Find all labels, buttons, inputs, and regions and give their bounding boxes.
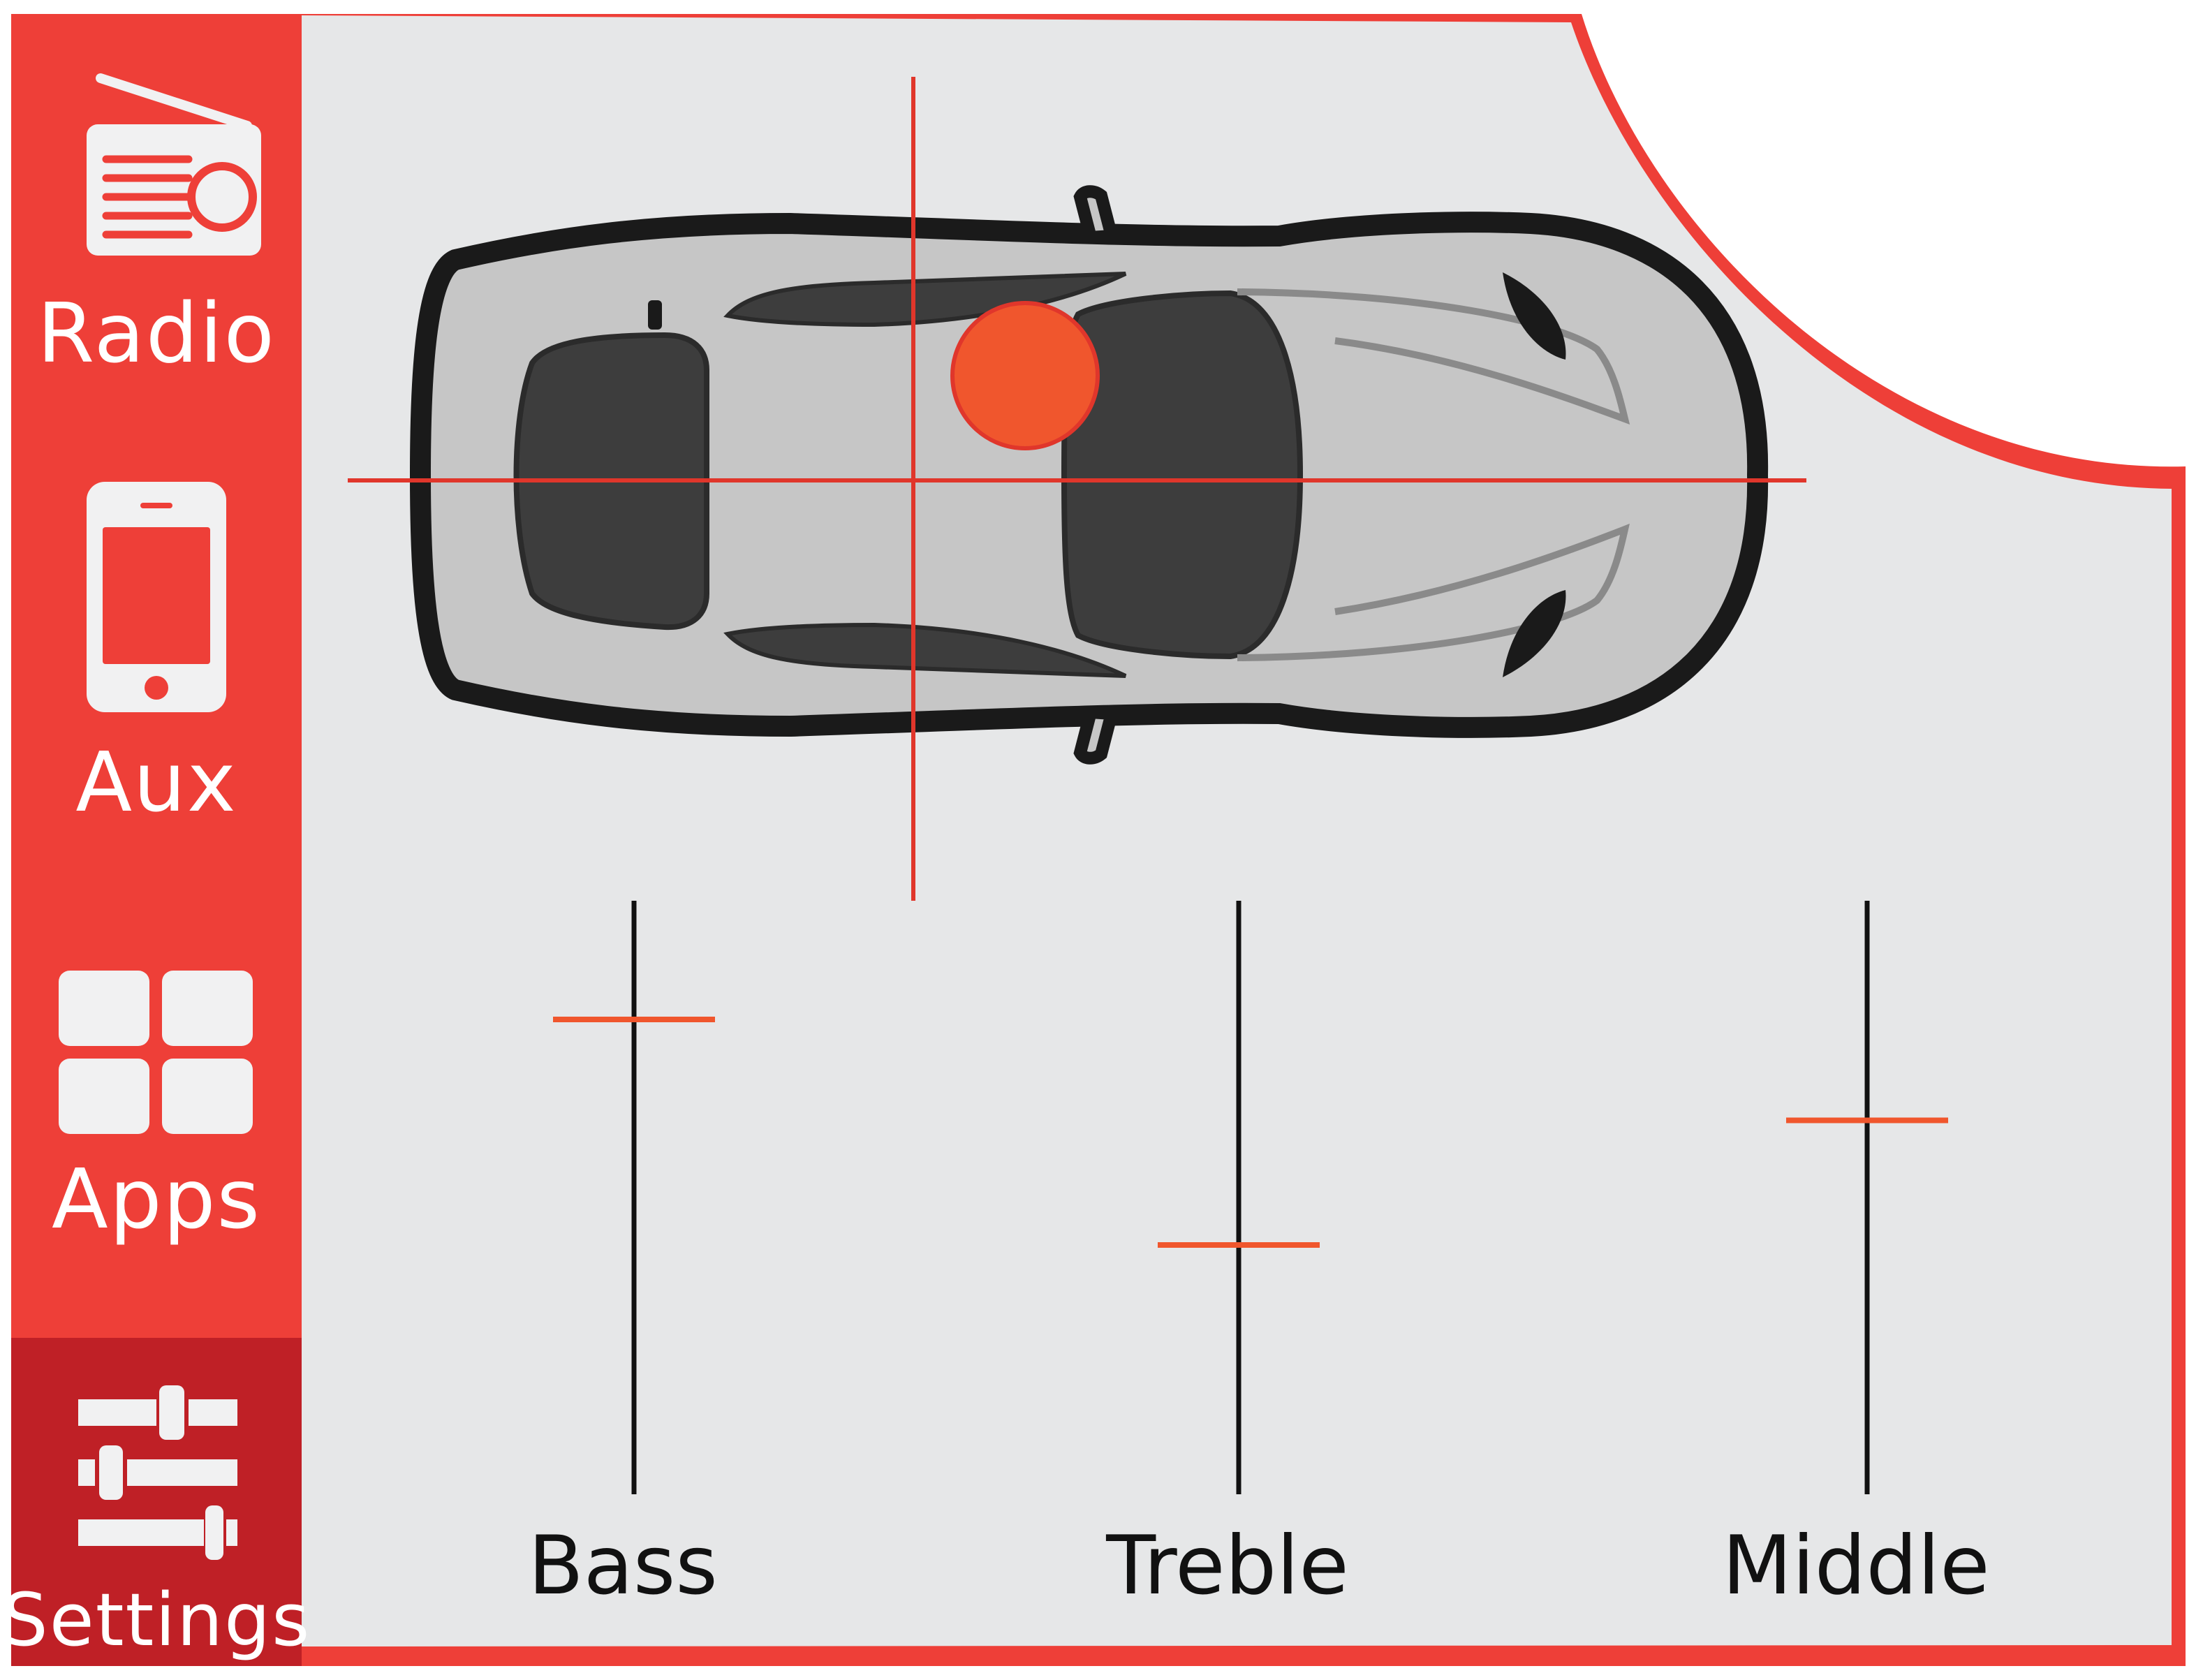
sidebar-item-label: Settings bbox=[1, 1577, 311, 1663]
slider-label-treble: Treble bbox=[1106, 1519, 1349, 1613]
sidebar-item-aux[interactable]: Aux bbox=[11, 478, 302, 855]
sidebar-item-label: Aux bbox=[75, 734, 237, 830]
car-top-view-icon bbox=[409, 185, 1769, 765]
apps-grid-icon bbox=[59, 971, 253, 1134]
sidebar-item-apps[interactable]: Apps bbox=[11, 971, 302, 1264]
equalizer-sliders bbox=[553, 901, 1948, 1494]
sidebar-item-label: Apps bbox=[51, 1151, 261, 1247]
sidebar-item-label: Radio bbox=[37, 285, 276, 381]
slider-label-middle: Middle bbox=[1722, 1519, 1990, 1613]
audio-settings-panel: Bass Treble Middle bbox=[302, 14, 2187, 1666]
radio-icon bbox=[87, 73, 261, 256]
sliders-icon bbox=[78, 1385, 237, 1560]
smartphone-icon bbox=[87, 482, 226, 712]
sidebar-item-radio[interactable]: Radio bbox=[11, 70, 302, 419]
slider-label-bass: Bass bbox=[528, 1519, 718, 1613]
sidebar-item-settings[interactable]: Settings bbox=[2, 1338, 309, 1666]
balance-fader-area[interactable] bbox=[302, 14, 2187, 1666]
sidebar: Radio Aux Apps Set bbox=[2, 14, 309, 1666]
listener-position-marker[interactable] bbox=[950, 301, 1100, 450]
